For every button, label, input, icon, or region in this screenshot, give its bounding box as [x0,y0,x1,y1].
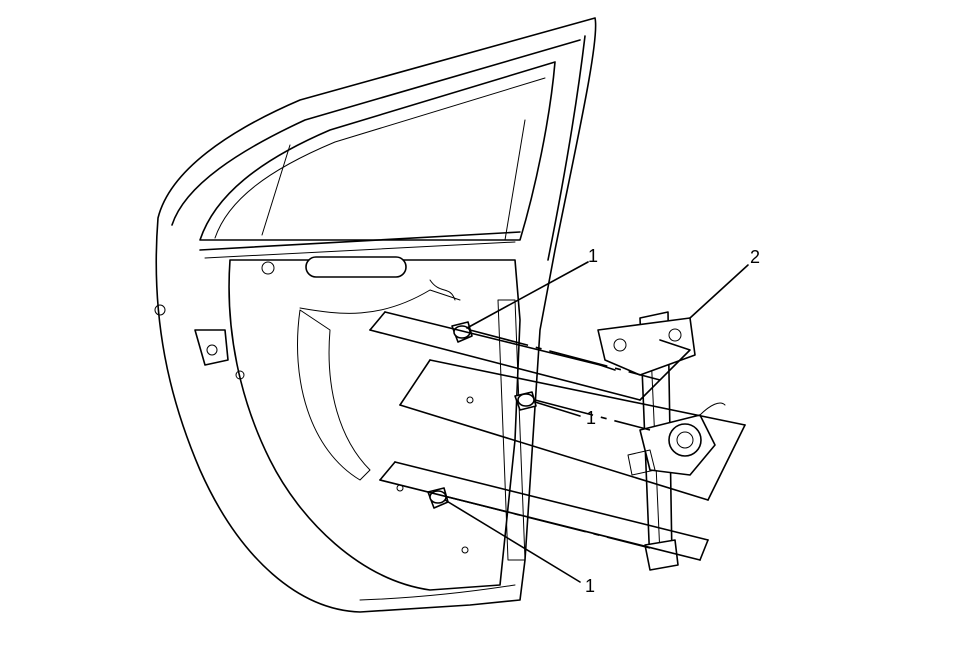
plane-bot-edge-a [394,461,709,541]
bolt-bottom-icon [427,487,449,509]
leader-lines [444,261,749,583]
bolt-top-icon [451,321,473,343]
plane-top-edge-a [384,311,601,366]
callout-label-regulator: 2 [750,247,760,267]
plane-mid-edge-b [399,404,709,501]
callout-label-bolt-bottom: 1 [585,576,595,596]
door-shell [154,17,597,613]
callout-label-bolt-middle: 1 [586,408,596,428]
callout-label-bolt-top: 1 [588,246,598,266]
window-regulator [597,311,726,571]
bolt-middle-icon [514,391,537,411]
alignment-planes [369,311,746,561]
plane-mid-edge-a [429,359,746,426]
plane-top-edge-b [369,329,641,401]
